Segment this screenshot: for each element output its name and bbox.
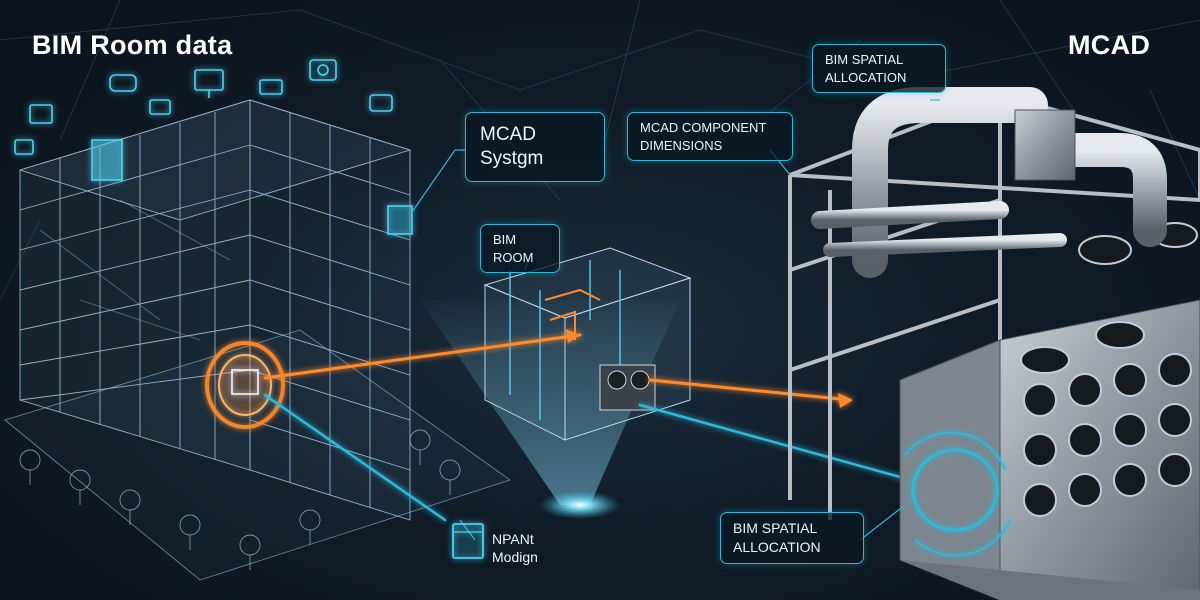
callout-line: ROOM bbox=[493, 249, 534, 265]
callout-line: Systgm bbox=[480, 147, 544, 169]
vr-headset-icon bbox=[109, 74, 137, 92]
callout-line: MCAD COMPONENT bbox=[640, 120, 767, 135]
cube-icon bbox=[29, 104, 53, 124]
tree-icon-group bbox=[19, 429, 461, 570]
callout-mcad-system: MCAD Systgm bbox=[465, 112, 605, 182]
floating-icons bbox=[14, 59, 393, 181]
mcad-equipment bbox=[788, 87, 1200, 600]
callout-line: DIMENSIONS bbox=[640, 137, 723, 153]
cube-icon bbox=[452, 523, 484, 559]
fan-icon bbox=[607, 370, 627, 390]
label-npant-modign: NPANt Modign bbox=[492, 530, 538, 566]
callout-bim-spatial-allocation-bottom: BIM SPATIAL ALLOCATION bbox=[720, 512, 864, 564]
callout-line: ALLOCATION bbox=[733, 538, 821, 555]
wireframe-building bbox=[4, 99, 511, 581]
callout-line: BIM SPATIAL bbox=[825, 52, 904, 67]
monitor-icon bbox=[194, 69, 224, 91]
projector-glow bbox=[540, 491, 620, 519]
highlighted-room-node bbox=[205, 341, 285, 429]
left-title: BIM Room data bbox=[32, 30, 233, 60]
right-title: MCAD bbox=[1068, 30, 1151, 60]
callout-bim-spatial-allocation-top: BIM SPATIAL ALLOCATION bbox=[812, 44, 946, 94]
label-line: Modign bbox=[492, 549, 538, 566]
fan-icon bbox=[1023, 383, 1057, 417]
center-fan-unit bbox=[599, 364, 656, 411]
bim-room-wireframe bbox=[483, 247, 692, 441]
callout-mcad-component-dimensions: MCAD COMPONENT DIMENSIONS bbox=[627, 112, 793, 162]
highlighted-component-ring bbox=[904, 431, 1011, 557]
camera-icon bbox=[309, 59, 337, 81]
cube-icon bbox=[387, 205, 413, 235]
label-line: NPANt bbox=[492, 531, 534, 547]
callout-line: BIM SPATIAL bbox=[733, 520, 818, 536]
callout-line: MCAD bbox=[480, 124, 536, 145]
callout-bim-room: BIM ROOM bbox=[480, 224, 560, 274]
callout-line: BIM bbox=[493, 232, 517, 247]
callout-line: ALLOCATION bbox=[825, 69, 907, 85]
